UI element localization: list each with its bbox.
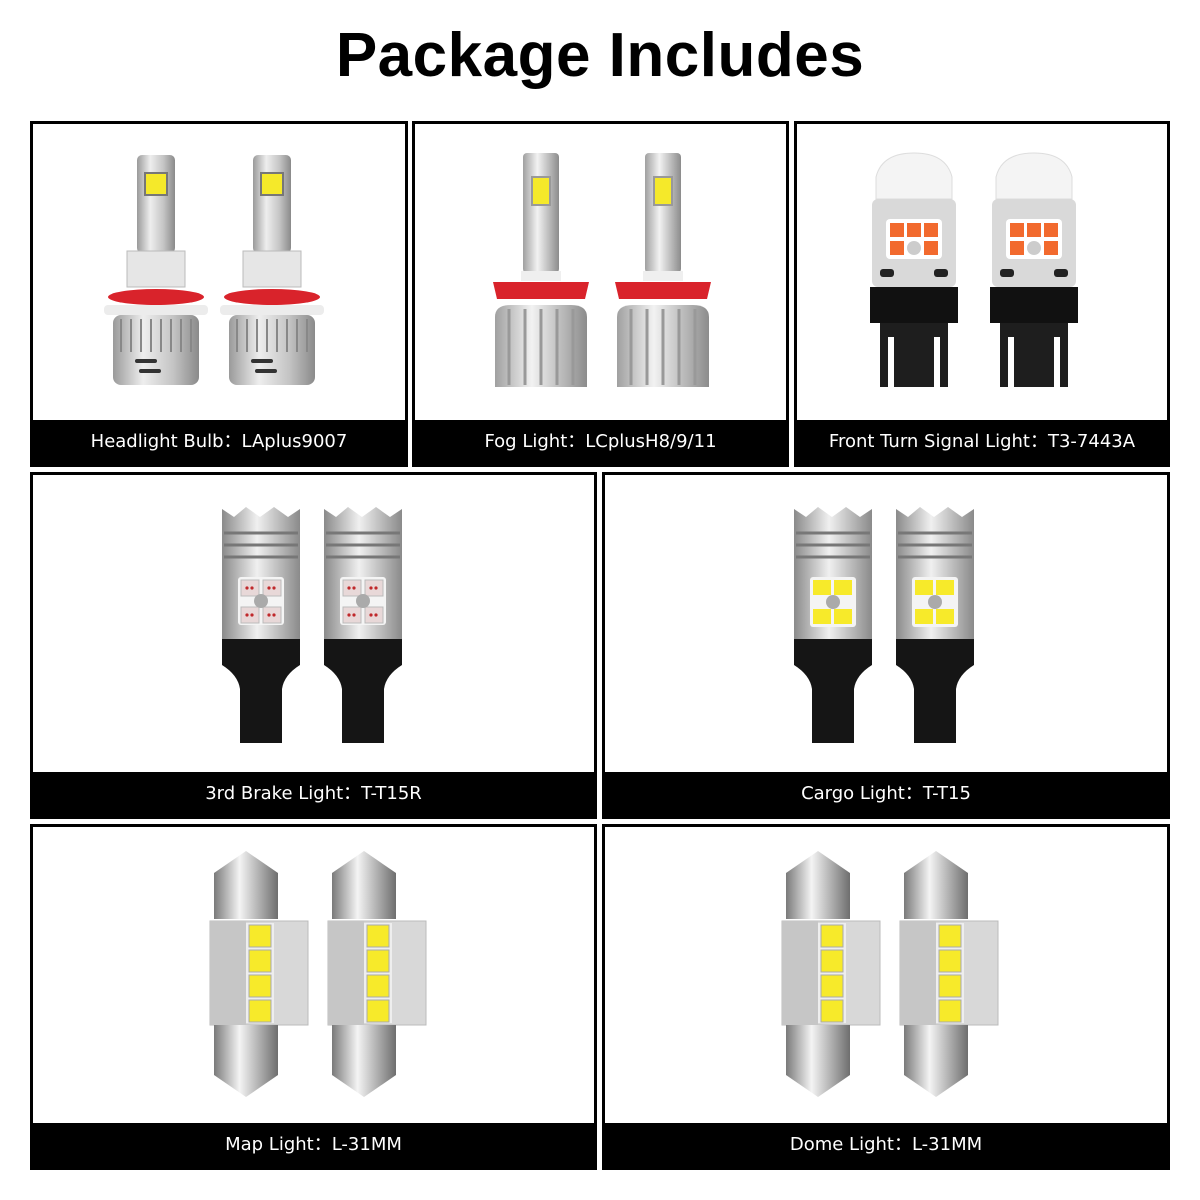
product-label: 3rd Brake Light：T-T15R [33, 772, 594, 816]
product-label: Cargo Light：T-T15 [605, 772, 1167, 816]
product-label: Fog Light：LCplusH8/9/11 [415, 420, 786, 464]
product-card-fog-light: Fog Light：LCplusH8/9/11 [412, 121, 789, 467]
page-title: Package Includes [335, 21, 865, 90]
product-card-dome-light: Dome Light：L-31MM [602, 824, 1170, 1170]
festoon-31mm-icon [605, 827, 1167, 1123]
product-card-turn-signal: Front Turn Signal Light：T3-7443A [794, 121, 1170, 467]
headlight-bulb-9007-icon [33, 124, 405, 420]
turn-signal-7443-icon [797, 124, 1167, 420]
product-label: Front Turn Signal Light：T3-7443A [797, 420, 1167, 464]
product-card-brake-light: 3rd Brake Light：T-T15R [30, 472, 597, 819]
product-card-headlight: Headlight Bulb：LAplus9007 [30, 121, 408, 467]
fog-light-h11-icon [415, 124, 786, 420]
festoon-31mm-icon [33, 827, 594, 1123]
product-card-map-light: Map Light：L-31MM [30, 824, 597, 1170]
product-label: Map Light：L-31MM [33, 1123, 594, 1167]
product-label: Dome Light：L-31MM [605, 1123, 1167, 1167]
cargo-light-t15-icon [605, 475, 1167, 772]
product-card-cargo-light: Cargo Light：T-T15 [602, 472, 1170, 819]
brake-light-t15-icon [33, 475, 594, 772]
product-label: Headlight Bulb：LAplus9007 [33, 420, 405, 464]
